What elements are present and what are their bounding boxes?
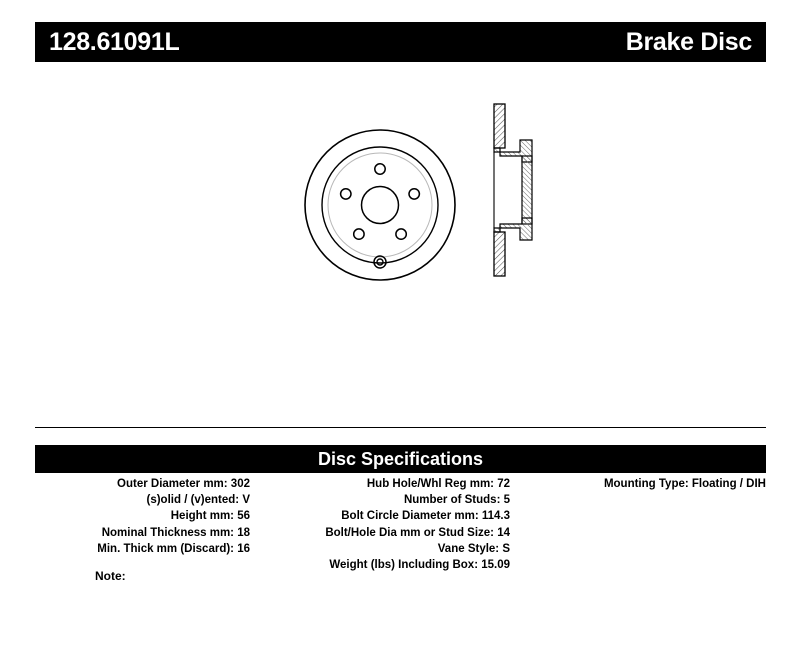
note-label: Note: [95,569,126,583]
note-section: Note: [95,570,126,582]
spec-row: Weight (lbs) Including Box: 15.09 [329,559,510,572]
spec-row: Outer Diameter mm: 302 [117,478,250,490]
spec-row: Vane Style: S [437,542,510,555]
spec-row: Min. Thick mm (Discard): 16 [97,542,250,555]
specifications-table: Outer Diameter mm: 302 (s)olid / (v)ente… [35,476,766,586]
specifications-header-bar: Disc Specifications [35,445,766,473]
spec-row: Bolt/Hole Dia mm or Stud Size: 14 [325,526,510,539]
technical-drawing-area [35,70,766,420]
spec-row: Bolt Circle Diameter mm: 114.3 [341,510,510,523]
spec-row: (s)olid / (v)ented: V [146,494,251,507]
section-divider [35,427,766,428]
brake-disc-front-view [280,105,480,305]
brake-disc-cross-section-view [460,90,570,290]
part-number-label: 128.61091L [49,27,180,56]
specifications-column-left: Outer Diameter mm: 302 (s)olid / (v)ente… [35,476,250,557]
stud-hole-group [339,163,421,241]
specifications-title: Disc Specifications [317,449,484,469]
spec-row: Number of Studs: 5 [403,494,510,507]
brake-disc-cross-section-icon [493,103,533,277]
spec-row: Mounting Type: Floating / DIH [603,478,766,490]
specifications-column-right: Mounting Type: Floating / DIH [525,476,766,492]
brake-disc-front-view-icon [304,129,456,281]
title-bar: 128.61091L Brake Disc [35,22,766,62]
specifications-column-middle: Hub Hole/Whl Reg mm: 72 Number of Studs:… [260,476,510,573]
spec-row: Hub Hole/Whl Reg mm: 72 [366,478,510,490]
spec-row: Height mm: 56 [170,510,250,523]
product-type-label: Brake Disc [625,27,753,56]
alignment-hole [373,255,387,269]
spec-row: Nominal Thickness mm: 18 [101,526,250,539]
